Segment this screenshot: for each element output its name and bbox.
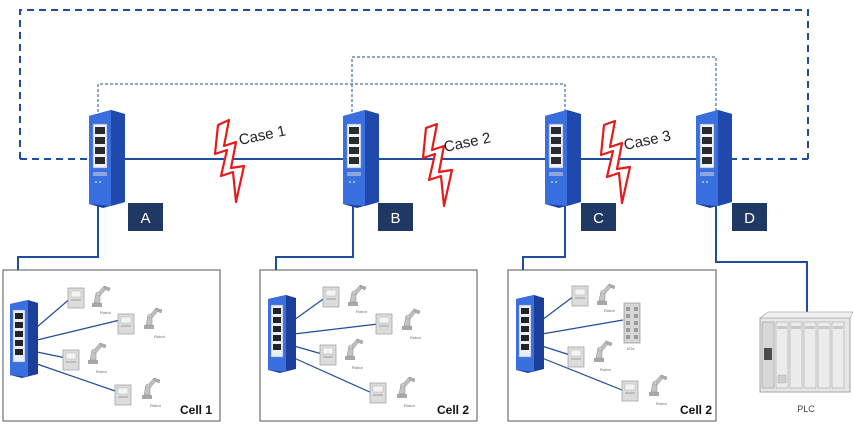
cell-switch-icon bbox=[515, 294, 545, 374]
robot-controller-icon bbox=[67, 287, 85, 309]
io-module-icon bbox=[623, 302, 641, 344]
cell-2a: Robot Robot Robot Robot Cell 2 bbox=[259, 269, 478, 422]
plc-label: PLC bbox=[797, 404, 815, 414]
robot-label: Robot bbox=[154, 334, 166, 339]
robot-controller-icon bbox=[62, 349, 80, 371]
cell-switch-icon bbox=[9, 299, 39, 379]
robot-controller-icon bbox=[322, 286, 340, 308]
switch-b-label-box bbox=[378, 203, 413, 231]
redundant-ring-outer bbox=[19, 9, 809, 159]
network-switch-icon bbox=[695, 109, 733, 209]
robot-label: Robot bbox=[656, 401, 668, 406]
network-switch-icon bbox=[544, 109, 582, 209]
robot-label: Robot bbox=[100, 310, 112, 315]
cell-2b-label: Cell 2 bbox=[680, 403, 712, 417]
cell-2a-border bbox=[259, 269, 478, 422]
io-label: I/Os bbox=[627, 346, 634, 351]
cell-1-label: Cell 1 bbox=[180, 403, 212, 417]
robot-controller-icon bbox=[375, 313, 393, 335]
switch-c-label: C bbox=[593, 210, 604, 227]
lightning-bolt-icon bbox=[213, 118, 246, 204]
switch-c bbox=[544, 109, 582, 209]
dashed-link-b-d bbox=[351, 56, 717, 112]
cell-2a-label: Cell 2 bbox=[437, 403, 469, 417]
switch-d-label-box bbox=[732, 203, 767, 231]
case-2-label: Case 2 bbox=[442, 129, 492, 156]
robot-controller-icon bbox=[117, 313, 135, 335]
robot-label: Robot bbox=[600, 367, 612, 372]
cell-1-border bbox=[2, 269, 221, 422]
robot-label: Robot bbox=[404, 403, 416, 408]
robot-controller-icon bbox=[571, 285, 589, 307]
switch-d-label: D bbox=[744, 210, 755, 227]
cell-2b: Robot I/Os Robot Robot Cell 2 bbox=[507, 269, 717, 422]
robot-label: Robot bbox=[352, 365, 364, 370]
switch-b-label: B bbox=[390, 210, 400, 227]
switch-b bbox=[342, 109, 380, 209]
network-switch-icon bbox=[342, 109, 380, 209]
switch-c-label-box bbox=[581, 203, 616, 231]
robot-controller-icon bbox=[319, 344, 337, 366]
robot-controller-icon bbox=[369, 382, 387, 404]
robot-label: Robot bbox=[356, 309, 368, 314]
robot-label: Robot bbox=[410, 335, 422, 340]
robot-label: Robot bbox=[96, 369, 108, 374]
case-1-label: Case 1 bbox=[237, 122, 287, 149]
lightning-bolt-icon bbox=[599, 119, 632, 205]
robot-label: Robot bbox=[604, 308, 616, 313]
switch-a-label-box bbox=[128, 203, 163, 231]
dashed-link-a-c bbox=[97, 83, 566, 112]
robot-controller-icon bbox=[567, 346, 585, 368]
switch-a bbox=[88, 109, 126, 209]
robot-controller-icon bbox=[621, 380, 639, 402]
cell-switch-icon bbox=[267, 294, 297, 374]
switch-a-label: A bbox=[140, 210, 150, 227]
switch-d bbox=[695, 109, 733, 209]
network-switch-icon bbox=[88, 109, 126, 209]
cell-1: Robot Robot Robot Robot Cell 1 bbox=[2, 269, 221, 422]
robot-controller-icon bbox=[114, 384, 132, 406]
drop-d-plc bbox=[715, 200, 808, 318]
robot-label: Robot bbox=[150, 403, 162, 408]
plc-rack-icon bbox=[758, 311, 853, 393]
case-3-label: Case 3 bbox=[622, 127, 672, 154]
lightning-bolt-icon bbox=[421, 122, 454, 208]
